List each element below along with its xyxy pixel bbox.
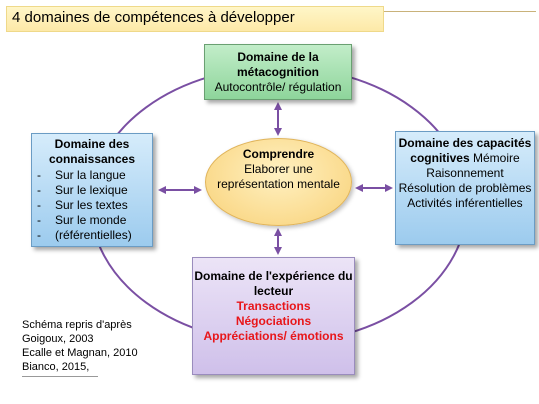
capacites-box: Domaine des capacités cognitives Mémoire… bbox=[395, 131, 535, 245]
center-heading: Comprendre bbox=[242, 147, 315, 161]
title-bar bbox=[6, 6, 384, 32]
source-line: Ecalle et Magnan, 2010 bbox=[22, 347, 138, 359]
center-text: Elaborer une représentation mentale bbox=[217, 162, 340, 191]
connaissances-list: -Sur la langue -Sur le lexique -Sur les … bbox=[37, 168, 147, 243]
connaissances-heading: Domaine des connaissances bbox=[48, 137, 136, 166]
page-title: 4 domaines de compétences à développer bbox=[12, 9, 295, 26]
list-item: -Sur les textes bbox=[37, 198, 128, 212]
list-item: -Sur le monde bbox=[37, 213, 127, 227]
capacites-item-memoire: Mémoire bbox=[473, 151, 520, 165]
capacites-item-raisonnement: Raisonnement bbox=[426, 166, 504, 180]
list-item: -Sur le lexique bbox=[37, 183, 128, 197]
experience-box: Domaine de l'expérience du lecteur Trans… bbox=[192, 257, 355, 375]
source-rule bbox=[22, 376, 98, 377]
source-line: Goigoux, 2003 bbox=[22, 333, 94, 345]
center-oval: Comprendre Elaborer une représentation m… bbox=[205, 138, 352, 226]
experience-item-negociations: Négociations bbox=[235, 314, 312, 328]
capacites-heading: Domaine des capacités cognitives bbox=[398, 136, 532, 165]
metacognition-box: Domaine de la métacognition Autocontrôle… bbox=[204, 44, 352, 100]
experience-item-transactions: Transactions bbox=[236, 299, 311, 313]
metacognition-text: Autocontrôle/ régulation bbox=[214, 80, 342, 94]
source-citation: Schéma repris d'après Goigoux, 2003 Ecal… bbox=[22, 318, 138, 374]
list-item: -Sur la langue bbox=[37, 168, 126, 182]
experience-heading: Domaine de l'expérience du lecteur bbox=[194, 269, 353, 298]
capacites-item-resolution: Résolution de problèmes bbox=[398, 181, 532, 195]
source-line: Schéma repris d'après bbox=[22, 319, 132, 331]
title-rule bbox=[384, 11, 536, 12]
metacognition-heading: Domaine de la métacognition bbox=[236, 50, 319, 79]
source-line: Bianco, 2015, bbox=[22, 361, 90, 373]
capacites-item-inferentielles: Activités inférentielles bbox=[407, 196, 523, 210]
experience-item-appreciations: Appréciations/ émotions bbox=[203, 329, 344, 343]
list-item: -(référentielles) bbox=[37, 228, 132, 242]
connaissances-box: Domaine des connaissances -Sur la langue… bbox=[31, 133, 153, 247]
